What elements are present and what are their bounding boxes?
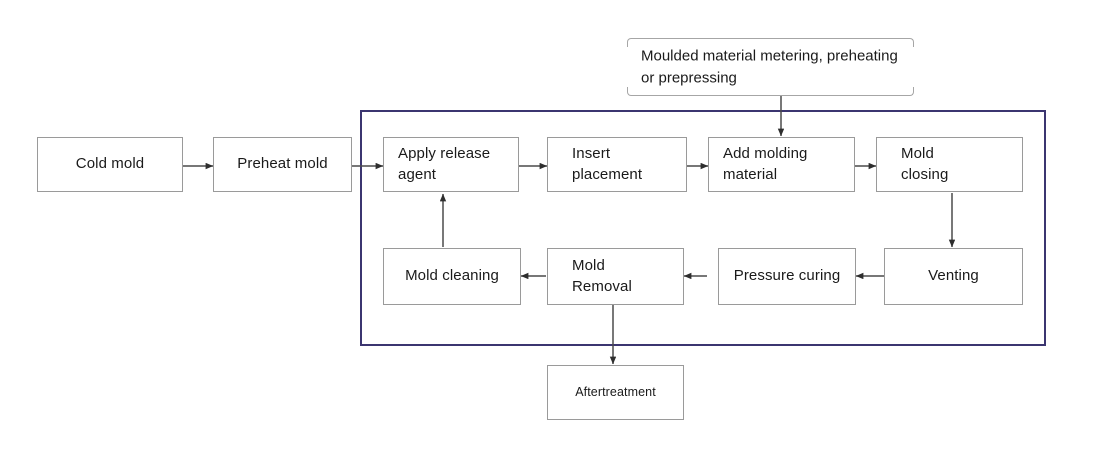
node-mold-closing[interactable]: Mold closing (876, 137, 1023, 192)
node-pressure-curing[interactable]: Pressure curing (718, 248, 856, 305)
node-mold-removal-label: Mold Removal (572, 257, 632, 295)
node-insert-placement-label: Insert placement (572, 145, 643, 183)
node-preheat-mold-label: Preheat mold (237, 155, 328, 173)
node-add-molding-material[interactable]: Add molding material (708, 137, 855, 192)
node-insert-placement[interactable]: Insert placement (547, 137, 687, 192)
node-preheat-mold[interactable]: Preheat mold (213, 137, 352, 192)
node-venting-label: Venting (928, 267, 979, 285)
moulded-material-note-box: Moulded material metering, preheating or… (627, 38, 914, 96)
node-mold-cleaning-label: Mold cleaning (405, 267, 499, 285)
node-mold-removal[interactable]: Mold Removal (547, 248, 684, 305)
note-bracket-bottom (627, 87, 914, 96)
node-pressure-curing-label: Pressure curing (733, 267, 841, 285)
node-venting[interactable]: Venting (884, 248, 1023, 305)
node-add-molding-material-label: Add molding material (723, 145, 808, 183)
node-mold-cleaning[interactable]: Mold cleaning (383, 248, 521, 305)
node-cold-mold-label: Cold mold (75, 155, 145, 173)
note-text: Moulded material metering, preheating or… (641, 47, 898, 86)
node-mold-closing-label: Mold closing (901, 145, 949, 183)
note-bracket-top (627, 38, 914, 47)
node-apply-release-agent[interactable]: Apply release agent (383, 137, 519, 192)
node-aftertreatment-label: Aftertreatment (575, 385, 656, 400)
node-apply-release-agent-label: Apply release agent (398, 145, 491, 183)
node-cold-mold[interactable]: Cold mold (37, 137, 183, 192)
node-aftertreatment[interactable]: Aftertreatment (547, 365, 684, 420)
